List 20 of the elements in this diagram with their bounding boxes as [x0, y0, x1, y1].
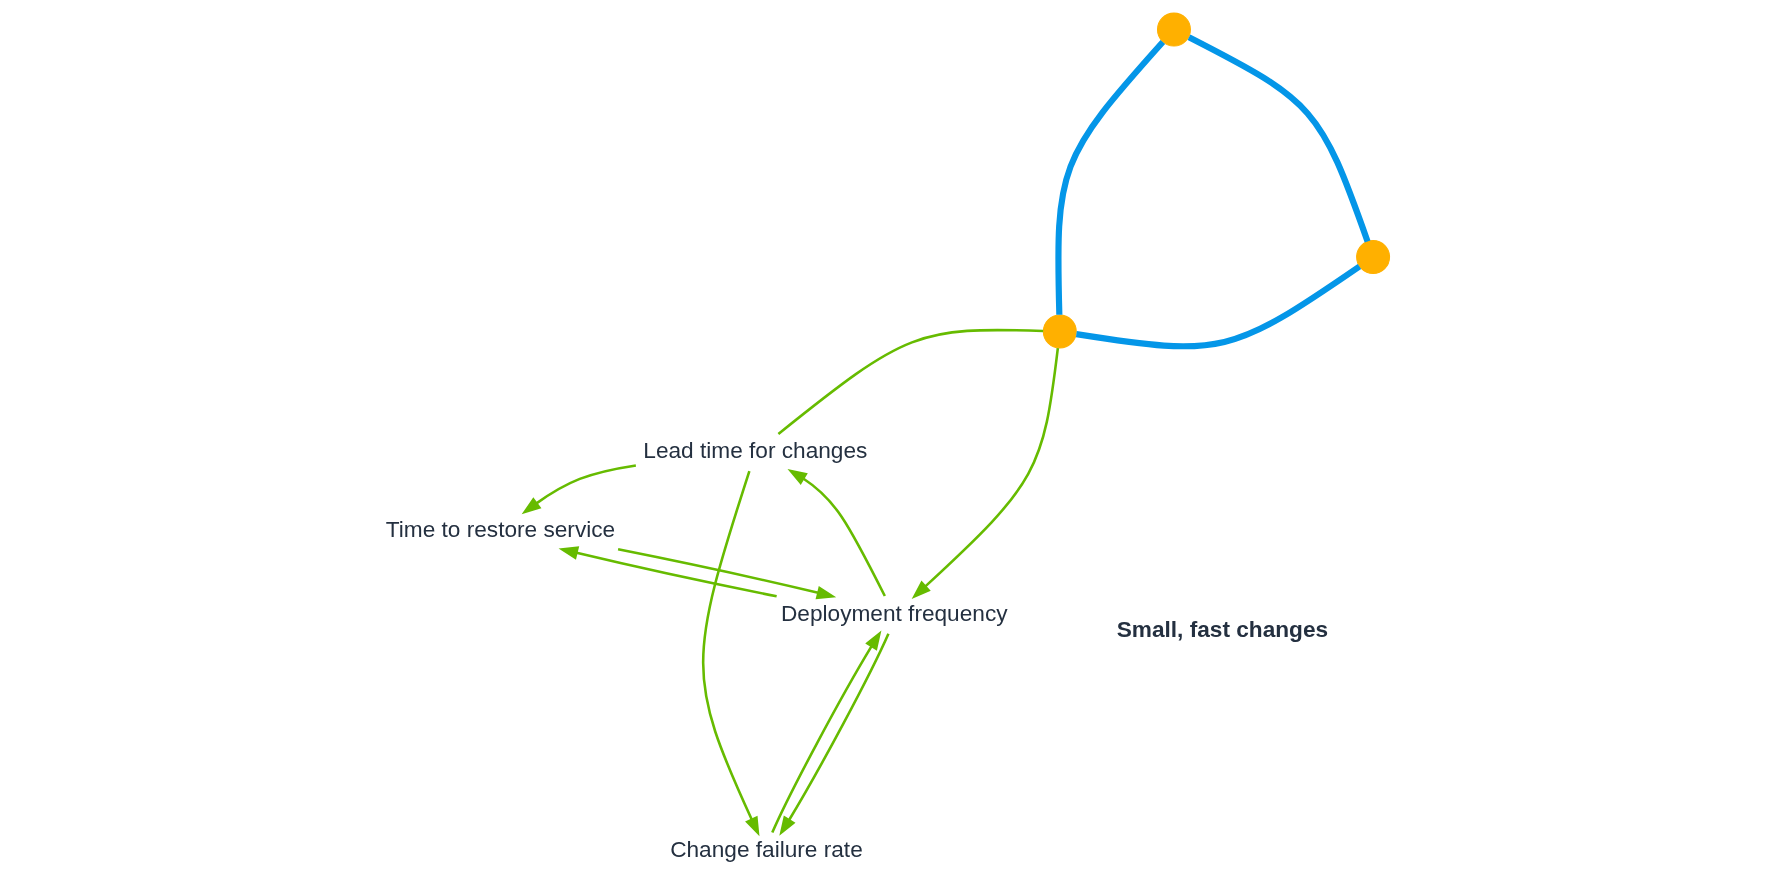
node-text: Lead time for changes — [643, 436, 868, 463]
label: Small, fast changes — [1116, 615, 1329, 642]
node-text: Change failure rate — [670, 835, 863, 862]
node-circle — [1042, 314, 1077, 348]
connector — [1055, 39, 1166, 315]
arrow — [617, 547, 837, 599]
arrow — [771, 629, 882, 833]
connector — [1187, 34, 1371, 242]
node-circle — [1356, 239, 1391, 274]
arrow — [779, 632, 890, 836]
arrow — [521, 463, 637, 514]
arrow — [701, 470, 760, 836]
connector — [777, 328, 1044, 435]
node-text: Deployment frequency — [781, 599, 1008, 626]
node-text: Time to restore service — [385, 515, 616, 542]
arrow — [787, 468, 886, 597]
node-circle — [1156, 12, 1191, 47]
connector — [1075, 263, 1362, 349]
arrow — [911, 347, 1060, 599]
arrow — [558, 545, 777, 597]
